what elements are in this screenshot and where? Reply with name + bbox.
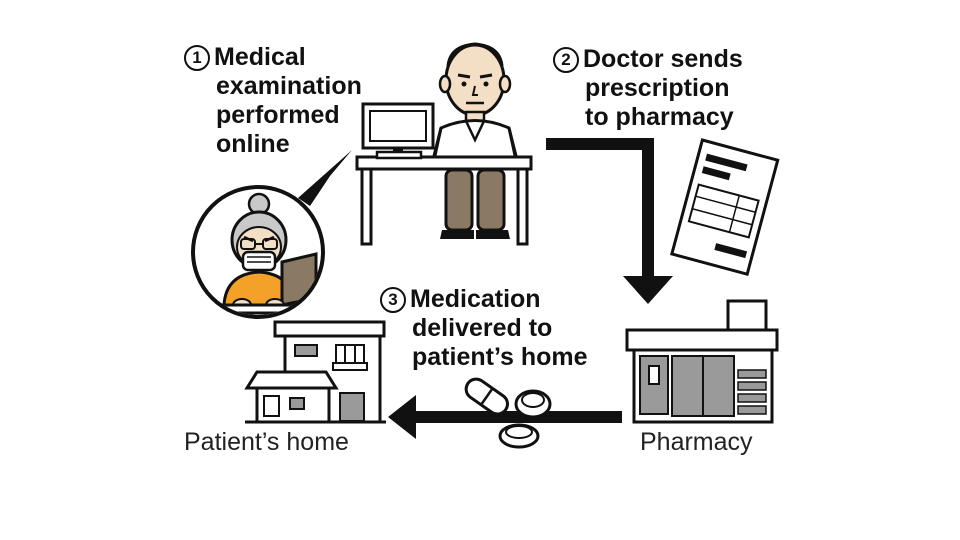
step-3-number: 3: [380, 287, 406, 313]
computer-icon: [361, 102, 435, 160]
desk-icon: [355, 155, 533, 246]
step-1-line-3: performed: [216, 101, 340, 129]
video-link-pointer: [298, 150, 352, 206]
step-2-line-3: to pharmacy: [585, 103, 734, 131]
delivery-arrow-icon: [388, 395, 622, 439]
patient-home-caption: Patient’s home: [184, 428, 349, 456]
patient-icon: [191, 185, 325, 319]
step-2-number: 2: [553, 47, 579, 73]
step-1-number: 1: [184, 45, 210, 71]
step-3-line-2: delivered to: [412, 314, 553, 342]
step-1-line-4: online: [216, 130, 290, 158]
prescription-icon: [669, 138, 780, 277]
doctor-icon: [431, 42, 519, 239]
step-3-line-1: Medication: [410, 285, 541, 313]
step-1-line-1: Medical: [214, 43, 306, 71]
arrow-icon: [546, 138, 673, 304]
pharmacy-caption: Pharmacy: [640, 428, 753, 456]
step-1-line-2: examination: [216, 72, 362, 100]
step-2-line-1: Doctor sends: [583, 45, 743, 73]
house-icon: [244, 320, 386, 424]
step-3-line-3: patient’s home: [412, 343, 588, 371]
pill-capsule-icon: [464, 377, 509, 416]
step-2-line-2: prescription: [585, 74, 730, 102]
pill-bottle-icon: [498, 389, 552, 449]
pharmacy-building-icon: [625, 299, 779, 424]
